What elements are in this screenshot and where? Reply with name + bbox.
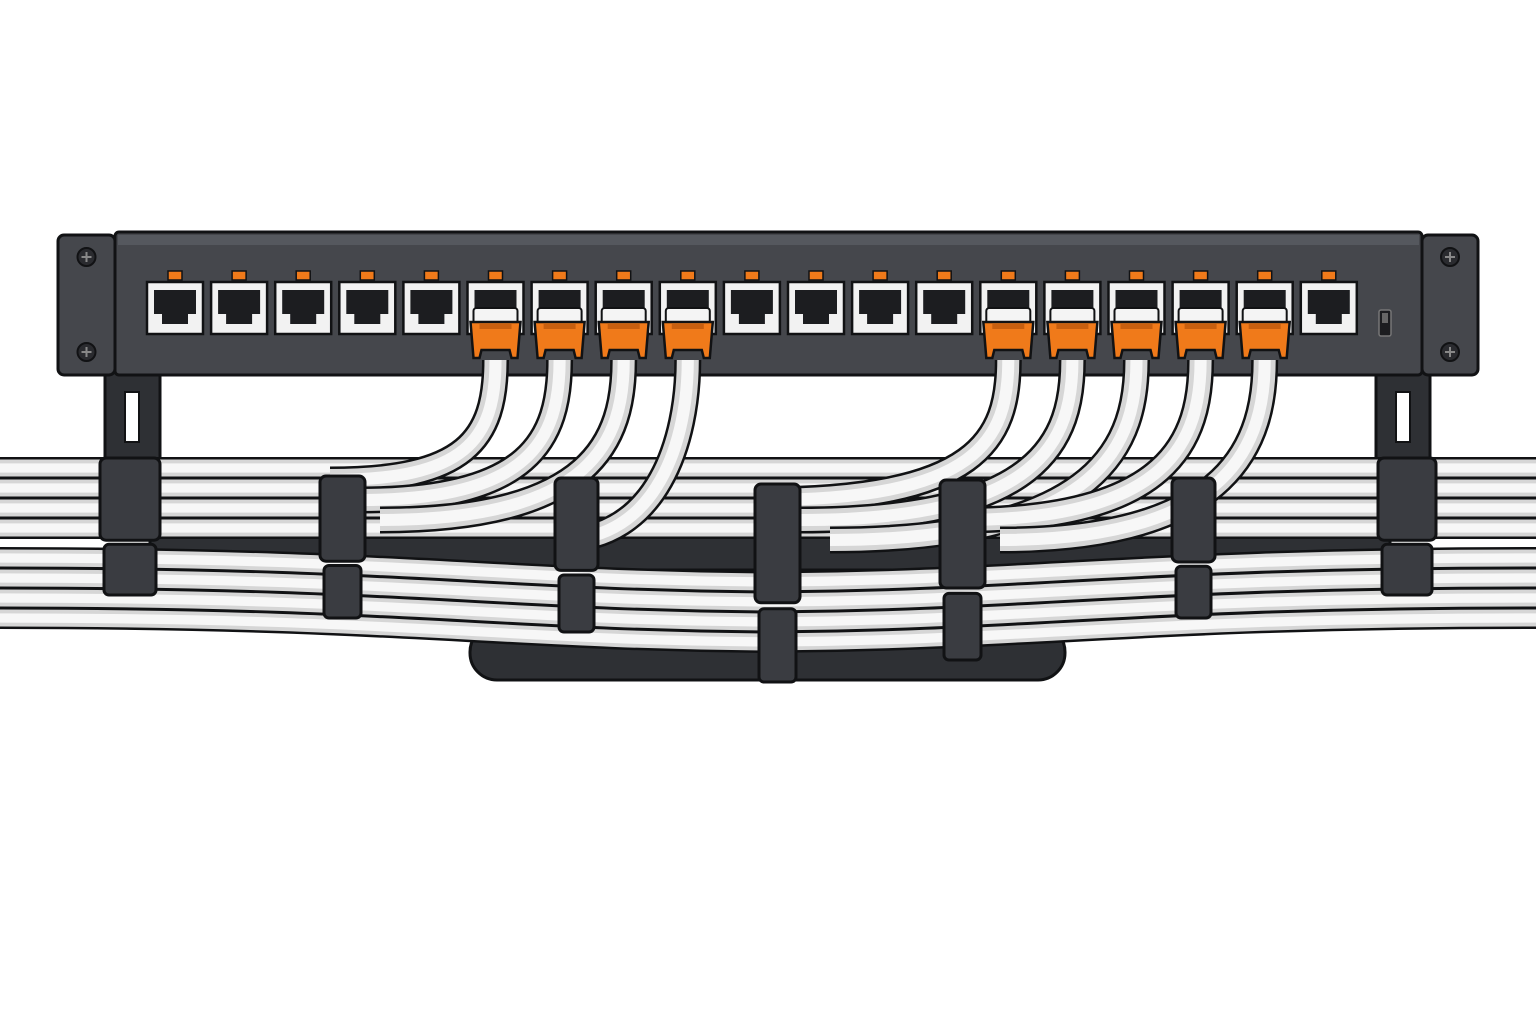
plug-boot-shade	[1248, 324, 1281, 329]
rj45-port	[786, 270, 846, 336]
plug-boot-shade	[479, 324, 512, 329]
port-socket	[923, 290, 966, 324]
support-slot	[124, 391, 140, 443]
cable-clamp	[1376, 456, 1438, 597]
plug-boot	[1238, 320, 1292, 360]
rj45-plug	[1174, 307, 1227, 360]
rj45-plug	[1238, 307, 1292, 360]
plug-boot	[981, 320, 1035, 360]
rj45-port	[273, 270, 333, 336]
panel-highlight	[118, 235, 1419, 245]
screw-icon	[1440, 247, 1460, 267]
port-led-tab	[615, 270, 632, 281]
port-socket	[795, 290, 837, 324]
plug-boot-shade	[1056, 324, 1089, 329]
rj45-plug	[597, 307, 651, 360]
rj45-plug	[533, 307, 586, 360]
patch-cable	[329, 359, 509, 494]
rj45-port	[145, 270, 205, 336]
cable-clamp	[938, 478, 987, 662]
plug-boot-shade	[607, 324, 640, 329]
port-led-tab	[1256, 270, 1273, 281]
port-led-tab	[808, 270, 824, 281]
patch-cable	[799, 359, 1086, 534]
port-led-tab	[1128, 270, 1145, 281]
rj45-port	[722, 270, 782, 336]
support-slot	[1395, 391, 1411, 443]
patch-cable	[829, 359, 1150, 554]
screw-icon	[1440, 342, 1460, 362]
patch-cable	[759, 359, 1022, 514]
toggle-switch-icon	[1378, 309, 1392, 337]
port-led-tab	[551, 270, 568, 281]
port-socket	[282, 290, 325, 324]
cable-clamp	[98, 456, 162, 597]
rj45-plug	[1046, 307, 1099, 360]
rj45-port	[209, 270, 269, 336]
rj45-port	[1299, 270, 1359, 336]
plug-boot	[469, 320, 522, 360]
plug-boot	[1046, 320, 1099, 360]
patch-cable	[379, 359, 638, 534]
port-led-tab	[423, 270, 440, 281]
rj45-plug	[469, 307, 522, 360]
plug-boot-shade	[1184, 324, 1217, 329]
plug-boot	[661, 320, 715, 360]
port-led-tab	[936, 270, 952, 281]
port-led-tab	[680, 270, 696, 281]
port-socket	[346, 290, 389, 324]
rj45-plug	[661, 307, 715, 360]
port-socket	[410, 290, 453, 324]
plug-boot-shade	[992, 324, 1025, 329]
rj45-plug	[1110, 307, 1163, 360]
plug-boot-shade	[543, 324, 576, 329]
rj45-port	[850, 270, 910, 336]
port-led-tab	[1000, 270, 1017, 281]
cable-clamp	[318, 474, 367, 620]
plug-boot	[533, 320, 586, 360]
patch-cable	[359, 359, 574, 514]
port-socket	[1307, 290, 1350, 324]
rj45-port	[402, 270, 461, 336]
screw-icon	[76, 342, 97, 362]
port-socket	[730, 290, 773, 324]
port-led-tab	[1321, 270, 1337, 281]
patch-cables	[329, 307, 1292, 554]
port-led-tab	[359, 270, 376, 281]
port-socket	[859, 290, 902, 324]
patch-cable	[959, 359, 1215, 534]
port-socket	[154, 290, 196, 324]
cable-clamp	[753, 482, 802, 684]
rj45-port	[914, 270, 974, 336]
screw-icon	[76, 247, 97, 267]
plug-boot-shade	[671, 324, 704, 329]
rj45-plug	[981, 307, 1035, 360]
port-led-tab	[872, 270, 888, 281]
port-led-tab	[295, 270, 311, 281]
port-socket	[218, 290, 261, 324]
plug-boot-shade	[1120, 324, 1153, 329]
port-led-tab	[1064, 270, 1081, 281]
patch-cable	[999, 359, 1279, 554]
patch-panel	[56, 230, 1480, 377]
port-led-tab	[744, 270, 760, 281]
port-led-tab	[487, 270, 504, 281]
cable-clamp	[553, 476, 600, 634]
cable-clamps	[98, 456, 1438, 684]
plug-boot	[1174, 320, 1227, 360]
port-led-tab	[167, 270, 183, 281]
plug-boot	[597, 320, 651, 360]
port-led-tab	[1192, 270, 1209, 281]
rj45-port	[338, 270, 397, 336]
cable-clamp	[1170, 476, 1217, 620]
plug-boot	[1110, 320, 1163, 360]
port-led-tab	[231, 270, 247, 281]
